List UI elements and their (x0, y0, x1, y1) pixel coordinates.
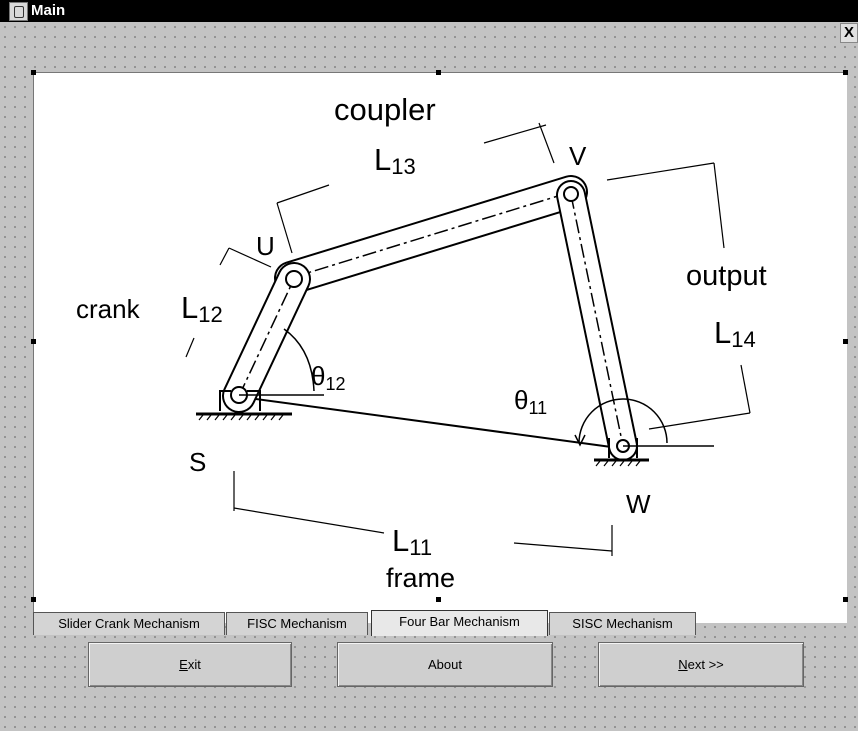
selection-handle[interactable] (843, 339, 848, 344)
selection-handle[interactable] (843, 597, 848, 602)
dimension-l14 (606, 162, 751, 430)
label-l11: L11 (392, 523, 432, 560)
window-title: Main (31, 2, 66, 19)
title-bar: Main (0, 0, 858, 22)
dimension-l11 (233, 471, 613, 556)
label-theta12: θ12 (311, 361, 346, 394)
joint-u (285, 270, 303, 288)
dimension-l13 (276, 122, 555, 254)
label-crank: crank (76, 294, 141, 324)
joint-v (563, 186, 579, 202)
ground-w (594, 438, 649, 467)
output-link (556, 180, 638, 461)
label-s: S (189, 447, 206, 477)
dimension-l12 (185, 247, 272, 358)
label-v: V (569, 141, 587, 171)
label-output: output (686, 260, 767, 292)
selection-handle[interactable] (31, 339, 36, 344)
label-l13: L13 (374, 142, 416, 179)
label-w: W (626, 489, 651, 519)
selection-handle[interactable] (436, 597, 441, 602)
theta11-arc (578, 398, 668, 444)
tab-fisc[interactable]: FISC Mechanism (226, 612, 368, 635)
coupler-link (274, 175, 588, 295)
selection-handle[interactable] (31, 70, 36, 75)
selection-handle[interactable] (843, 70, 848, 75)
label-l12: L12 (181, 290, 223, 327)
close-button[interactable]: X (840, 23, 858, 43)
crank-link (222, 262, 311, 413)
selection-handle[interactable] (436, 70, 441, 75)
four-bar-diagram: coupler L13 V U crank L12 θ12 output L14… (76, 92, 767, 593)
exit-button[interactable]: Exit (88, 642, 292, 687)
tab-four-bar[interactable]: Four Bar Mechanism (371, 610, 548, 636)
mechanism-canvas: coupler L13 V U crank L12 θ12 output L14… (33, 72, 847, 623)
app-icon (9, 2, 28, 21)
label-u: U (256, 231, 275, 261)
label-l14: L14 (714, 315, 756, 352)
tab-slider-crank[interactable]: Slider Crank Mechanism (33, 612, 225, 635)
label-theta11: θ11 (514, 385, 547, 418)
label-frame: frame (386, 563, 455, 593)
theta12-arc (283, 328, 315, 392)
frame-link (233, 395, 627, 450)
client-area: X (0, 22, 858, 731)
tab-sisc[interactable]: SISC Mechanism (549, 612, 696, 635)
selection-handle[interactable] (31, 597, 36, 602)
ground-s (196, 390, 292, 421)
next-button[interactable]: Next >> (598, 642, 804, 687)
label-coupler: coupler (334, 92, 436, 127)
about-button[interactable]: About (337, 642, 553, 687)
